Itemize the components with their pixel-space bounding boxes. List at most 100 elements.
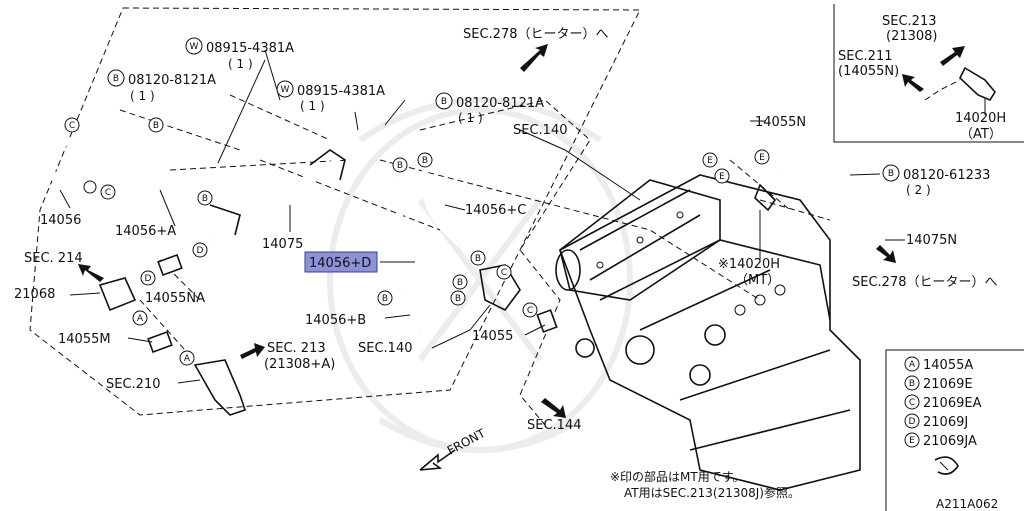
watermark-crest [327,97,633,453]
svg-text:B: B [441,97,447,107]
svg-text:( 1 ): ( 1 ) [458,111,483,125]
svg-text:E: E [759,153,765,163]
callout-b2: B 08120-8121A ( 1 ) [435,92,544,125]
inset-at: SEC.213 (21308) SEC.211 (14055N) 14020H … [833,4,1024,143]
sensor-14020h-mt [754,183,777,212]
arrow-sec278-right [876,245,896,263]
footnote-line-1: ※印の部品はMT用です。 [610,469,745,484]
legend: A 14055A B 21069E C 21069EA D 21069J E 2… [885,349,1024,511]
arrow-sec213a [240,343,265,359]
callout-b1: B 08120-8121A ( 1 ) [107,69,216,103]
ref-sec278-top: SEC.278（ヒーター）へ [463,27,609,42]
outlet-sec210 [193,359,247,416]
label-14075: 14075 [262,237,303,252]
svg-text:C: C [909,398,915,408]
label-14055na: 14055NA [145,291,205,306]
svg-text:( 1 ): ( 1 ) [300,99,325,113]
assembly-outline [29,7,831,426]
inset-sec213-sub: (21308) [886,29,938,44]
hose-14055n [693,114,749,164]
svg-text:21069EA: 21069EA [923,396,982,411]
svg-text:E: E [707,156,713,166]
inset-sec213: SEC.213 [882,14,937,29]
label-14056-b: 14056+B [305,313,366,328]
ref-sec140-mid: SEC.140 [358,341,413,356]
svg-text:21069E: 21069E [923,377,973,392]
hose-14056 [49,137,93,195]
svg-text:B: B [153,121,159,131]
svg-text:C: C [501,268,507,278]
arrow-sec214 [78,264,104,282]
hose-14056-b [410,286,456,333]
label-14055n: 14055N [755,115,806,130]
svg-text:C: C [527,306,533,316]
svg-text:A: A [184,354,191,364]
engine-block [559,174,861,491]
svg-text:( 1 ): ( 1 ) [228,57,253,71]
legend-item: C 21069EA [904,394,982,411]
svg-text:B: B [457,278,463,288]
label-14056-c: 14056+C [465,203,526,218]
inset-part-note: （AT） [960,127,1002,142]
flow-arrows [78,44,965,471]
leader-lines [59,49,905,384]
arrow-sec278-top [520,44,548,72]
ref-sec144: SEC.144 [527,418,582,433]
inset-sec211-sub: (14055N) [838,64,899,79]
svg-text:( 2 ): ( 2 ) [906,183,931,197]
legend-item: D 21069J [904,413,968,430]
ref-sec140-top: SEC.140 [513,123,568,138]
pipe-14075n [778,167,891,243]
figure-code: A211A062 [936,497,998,511]
clamp-badges: C C B B D D A A B B B B B B C C E E E [64,117,770,366]
arrow-sec211-inset [902,74,924,92]
svg-text:C: C [105,188,111,198]
label-14055m: 14055M [58,332,111,347]
svg-text:B: B [202,194,208,204]
svg-text:W: W [281,85,290,95]
hose-14056-d [396,179,419,293]
svg-text:B: B [382,294,388,304]
svg-text:C: C [69,121,75,131]
svg-text:B: B [475,254,481,264]
legend-item: B 21069E [904,375,973,392]
hose-14055m [147,330,173,354]
throttle-housing [555,179,721,301]
label-14020h-mt: ※14020H [718,257,780,272]
svg-text:B: B [455,294,461,304]
pipe-14075 [209,149,346,244]
svg-text:A: A [909,360,916,370]
svg-text:B: B [909,379,915,389]
highlight-selected-part [304,251,378,273]
ref-sec213a-sub: (21308+A) [264,357,335,372]
part-labels: 14056 14056+A 14075 14056+D 14056+C 1405… [14,115,957,347]
svg-text:21069JA: 21069JA [923,434,977,449]
footnote-line-2: AT用はSEC.213(21308J)参照。 [624,485,800,500]
hose-clamp-icon [934,456,959,475]
svg-text:B: B [113,74,119,84]
ref-sec278-right: SEC.278（ヒーター）へ [852,275,998,290]
svg-text:14055A: 14055A [923,358,973,373]
ref-sec210: SEC.210 [106,377,161,392]
svg-text:E: E [719,172,725,182]
ref-sec213a: SEC. 213 [267,341,326,356]
arrow-sec144 [541,398,566,418]
label-14056: 14056 [40,213,81,228]
legend-item: E 21069JA [904,432,977,449]
inset-part: 14020H [955,111,1006,126]
svg-text:08915-4381A: 08915-4381A [297,84,385,99]
svg-text:D: D [197,246,204,256]
label-14020h-mt-note: （MT） [735,273,780,288]
svg-text:W: W [190,42,199,52]
svg-text:08120-8121A: 08120-8121A [128,73,216,88]
svg-text:D: D [909,417,916,427]
svg-text:E: E [909,436,915,446]
label-14056-selected: 14056+D [309,256,371,271]
hose-14056-c [421,169,463,248]
label-14075n: 14075N [906,233,957,248]
inset-sec211: SEC.211 [838,49,893,64]
hose-14055na [157,253,183,277]
front-arrow [419,449,456,471]
svg-text:B: B [397,161,403,171]
